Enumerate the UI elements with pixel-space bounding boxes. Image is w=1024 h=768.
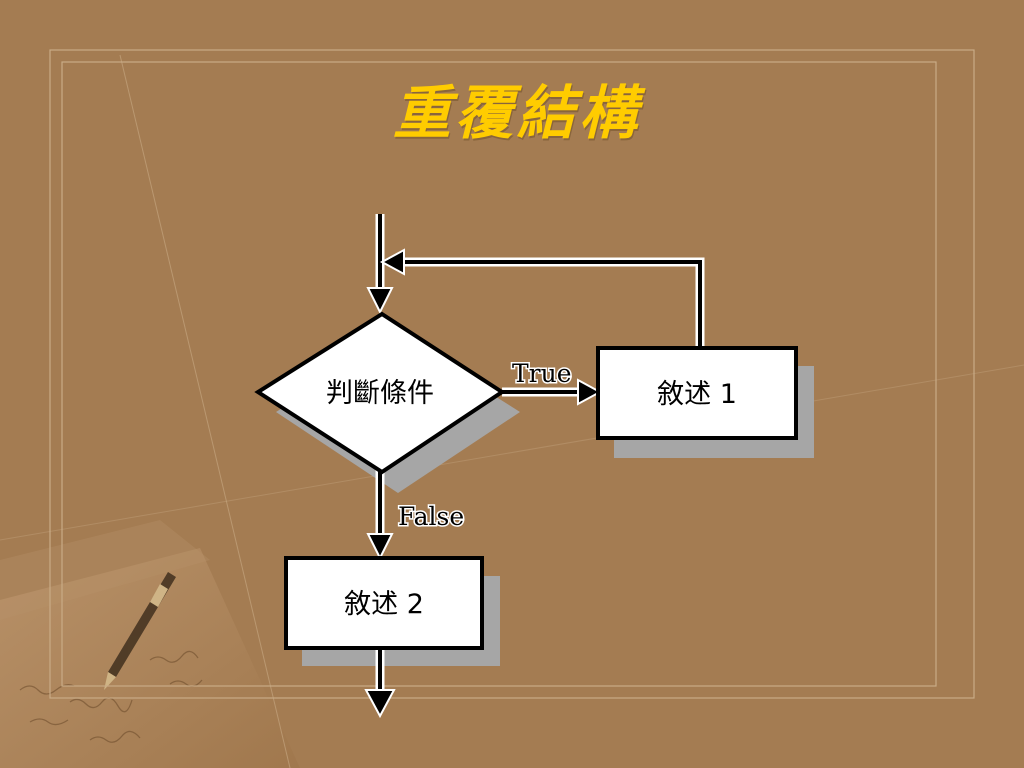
false-arrowhead-icon: [366, 533, 394, 561]
loop-back-line: [396, 260, 702, 350]
slide-frame-inner: [61, 61, 937, 687]
decision-node: [254, 311, 506, 475]
slide-title: 重覆結構: [392, 79, 641, 147]
slide-frame-outer: [49, 49, 975, 699]
loop-arrowhead-icon: [379, 248, 405, 276]
entry-arrowhead-icon: [366, 287, 394, 315]
arrowheads: [364, 248, 603, 719]
statement1-label: 敘述 1: [657, 379, 737, 410]
statement1-node: [596, 346, 798, 440]
true-edge-label: True: [512, 359, 572, 388]
exit-arrowhead-icon: [364, 689, 396, 719]
paper-sheet-shadow: [0, 520, 210, 620]
statement2-label: 敘述 2: [344, 589, 424, 620]
handwriting-graphic: [19, 650, 203, 743]
statement2-node: [284, 556, 484, 650]
false-edge-label: False: [398, 502, 464, 531]
decision-label: 判斷條件: [326, 378, 434, 409]
paper-sheet-graphic: [0, 548, 300, 768]
true-arrowhead-icon: [577, 378, 603, 406]
